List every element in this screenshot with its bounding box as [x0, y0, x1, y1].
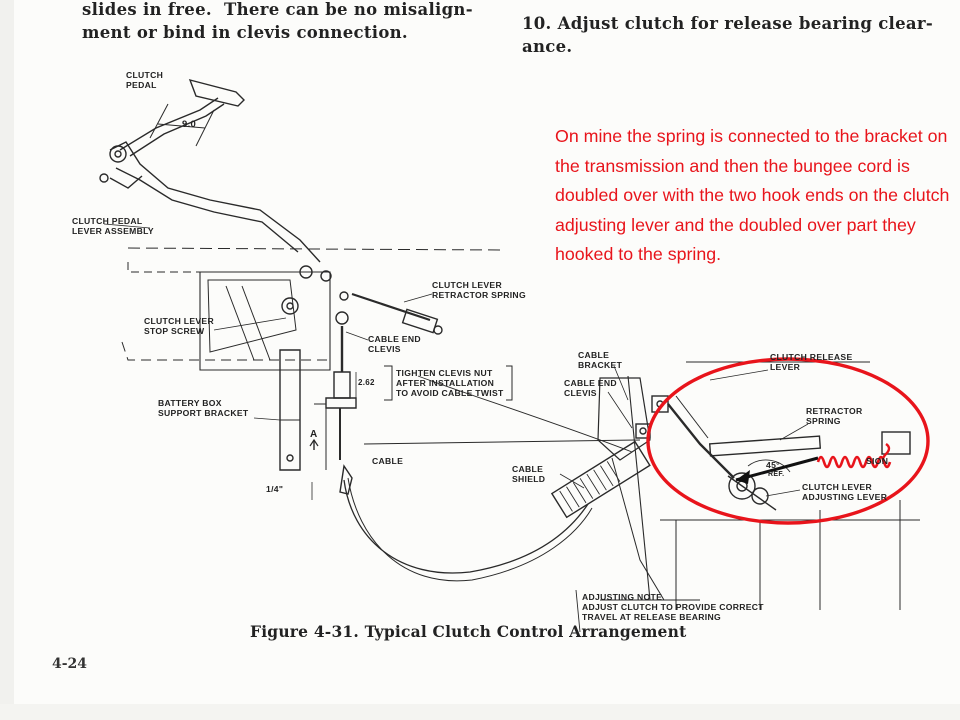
- label-cable-end-clevis-right: CABLE END CLEVIS: [564, 378, 617, 398]
- label-lever-retractor-spring: CLUTCH LEVER RETRACTOR SPRING: [432, 280, 526, 300]
- label-release-lever: CLUTCH RELEASE LEVER: [770, 352, 853, 372]
- label-dim-262: 2.62: [358, 378, 375, 387]
- step-10-text: 10. Adjust clutch for release bearing cl…: [522, 14, 934, 56]
- red-arrow: [735, 456, 819, 482]
- figure-caption: Figure 4-31. Typical Clutch Control Arra…: [250, 622, 687, 641]
- label-45-deg: 45°: [766, 460, 780, 470]
- label-ref: REF.: [768, 471, 785, 478]
- label-lever-stop-screw: CLUTCH LEVER STOP SCREW: [144, 316, 214, 336]
- label-battery-box: BATTERY BOX SUPPORT BRACKET: [158, 398, 249, 418]
- page-number: 4-24: [52, 656, 88, 672]
- label-adjusting-lever: CLUTCH LEVER ADJUSTING LEVER: [802, 482, 888, 502]
- label-retractor-spring-right: RETRACTOR SPRING: [806, 406, 863, 426]
- label-cable: CABLE: [372, 456, 404, 466]
- label-dim-9: 9.0: [182, 119, 197, 130]
- label-quarter-inch: 1/4": [266, 484, 284, 494]
- label-cable-bracket: CABLE BRACKET: [578, 350, 623, 370]
- red-coil-spring: [816, 455, 892, 469]
- label-point-a: A: [310, 429, 318, 440]
- line-drawing: [99, 78, 920, 633]
- label-cable-shield: CABLE SHIELD: [512, 464, 546, 484]
- red-note: On mine the spring is connected to the b…: [555, 126, 950, 264]
- label-pedal-lever-assembly: CLUTCH PEDAL LEVER ASSEMBLY: [72, 216, 154, 236]
- label-sion: SION: [866, 456, 889, 466]
- label-clutch-pedal: CLUTCH PEDAL: [126, 70, 164, 90]
- red-circle: [646, 357, 930, 525]
- label-tighten-note: TIGHTEN CLEVIS NUT AFTER INSTALLATION TO…: [396, 368, 504, 398]
- label-cable-end-clevis-left: CABLE END CLEVIS: [368, 334, 421, 354]
- label-adjusting-note: ADJUSTING NOTE ADJUST CLUTCH TO PROVIDE …: [582, 592, 764, 622]
- body-text-left: slides in free. There can be no misalign…: [82, 0, 473, 42]
- red-annotation: [646, 357, 930, 525]
